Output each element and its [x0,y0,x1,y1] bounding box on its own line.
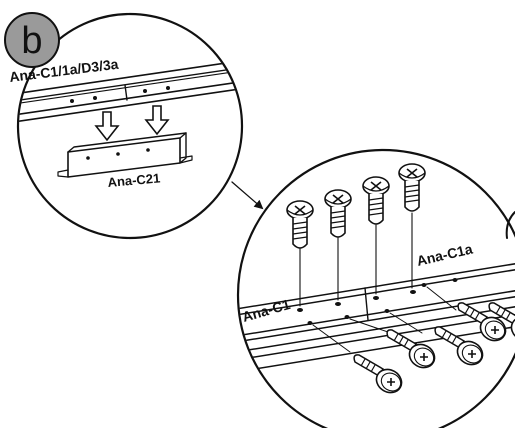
leader-arrow [231,181,264,210]
rail-profile [19,57,241,125]
callout-top: Ana-C1/1a/D3/3a Ana-C21 [8,12,244,240]
bracket-ana-c21 [57,132,193,178]
callout-bottom: Ana-C1 Ana-C1a [236,148,515,428]
step-badge: b [4,12,60,68]
down-arrow-icon [144,105,170,136]
step-label: b [21,20,42,62]
bracket-label: Ana-C21 [107,170,161,190]
magnifier-circle [16,12,244,240]
next-step-badge-edge [505,211,515,239]
down-arrow-icon [94,111,120,142]
